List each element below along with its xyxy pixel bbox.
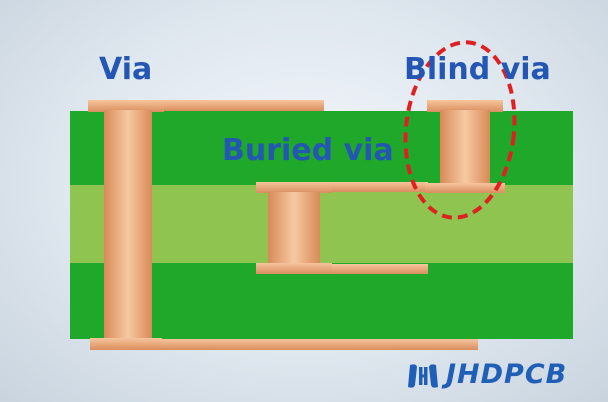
blind-via bbox=[425, 100, 505, 193]
jhdpcb-logo-icon bbox=[408, 364, 438, 388]
blind-via-highlight-ring bbox=[403, 40, 517, 220]
buried-via bbox=[256, 182, 428, 274]
via-label: Via bbox=[99, 52, 153, 87]
logo-text: JHDPCB bbox=[446, 359, 568, 390]
through-via bbox=[88, 100, 478, 350]
buried-via-label: Buried via bbox=[222, 133, 394, 168]
blind-via-label: Blind via bbox=[404, 52, 551, 87]
jhdpcb-logo: JHDPCB bbox=[406, 359, 596, 393]
bottom-copper-layer bbox=[70, 263, 573, 339]
